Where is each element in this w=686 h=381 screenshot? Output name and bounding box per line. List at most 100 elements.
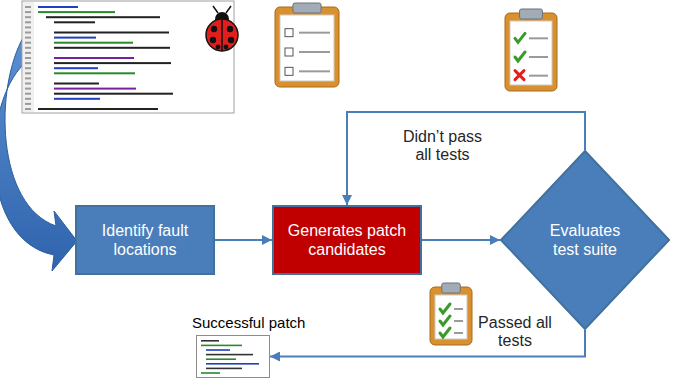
line-number [25, 98, 31, 100]
check-mark [440, 328, 450, 337]
diamond-shape [501, 151, 669, 329]
patch-code-line [201, 372, 220, 374]
clipboard-clip [520, 9, 543, 19]
line-number [25, 103, 31, 105]
clipboard-clip [293, 3, 321, 13]
check-mark [515, 33, 525, 42]
checklist-line [454, 308, 463, 310]
line-number [25, 83, 31, 85]
patch-code-image [196, 335, 270, 378]
code-line [54, 37, 96, 39]
edge-label: Passed all tests [474, 314, 556, 351]
ladybug-wing-line [221, 20, 223, 51]
ladybug-spot [210, 37, 216, 43]
ladybug-antenna [213, 6, 218, 13]
flow-connector [422, 239, 500, 241]
clipboard-board [275, 7, 339, 87]
code-line [38, 6, 78, 8]
line-number [25, 108, 31, 110]
node-label: Identify fault locations [85, 221, 205, 259]
line-number [25, 67, 31, 69]
code-line [46, 16, 160, 18]
checklist-line [529, 75, 548, 77]
cross-mark [515, 71, 524, 80]
line-number [25, 11, 31, 13]
ladybug-spot [216, 45, 221, 50]
ladybug-spot [211, 26, 217, 32]
code-gutter [23, 2, 34, 112]
check-mark [515, 52, 525, 61]
line-number [25, 26, 31, 28]
clipboard-clip [442, 283, 460, 293]
decision-diamond: Evaluates test suite [500, 150, 670, 330]
code-line [54, 72, 135, 74]
flow-connector [215, 239, 272, 241]
checklist-line [454, 332, 463, 334]
line-number [25, 57, 31, 59]
clipboard-board [430, 287, 472, 345]
clipboard-icon [430, 283, 472, 345]
clipboard-icon [505, 9, 557, 91]
clipboard-icons [275, 3, 557, 345]
checklist-line [299, 51, 330, 53]
ladybug-spot [228, 37, 234, 43]
code-line [54, 88, 136, 90]
code-line [54, 62, 171, 64]
line-number [25, 77, 31, 79]
patch-code-line [201, 340, 219, 342]
line-number [25, 93, 31, 95]
line-number [25, 72, 31, 74]
code-line [54, 98, 100, 100]
ladybug-spot [227, 26, 233, 32]
code-line [54, 57, 134, 59]
line-number [25, 21, 31, 23]
code-line [54, 32, 169, 34]
code-line [38, 11, 115, 13]
ladybug-head [215, 12, 229, 26]
diamond-outline [500, 150, 670, 330]
line-number [25, 47, 31, 49]
node-label: Evaluates test suite [539, 221, 631, 259]
checklist-line [529, 37, 548, 39]
line-number [25, 42, 31, 44]
process-box: Identify fault locations [75, 205, 215, 275]
code-line [54, 83, 99, 85]
clipboard-paper [435, 295, 467, 339]
checklist-line [299, 70, 330, 72]
clipboard-icon [275, 3, 339, 87]
checkbox [285, 29, 293, 37]
line-number [25, 16, 31, 18]
patch-code-line [206, 368, 242, 370]
line-number [25, 6, 31, 8]
code-line [54, 47, 170, 49]
code-line [54, 42, 133, 44]
line-number [25, 88, 31, 90]
checklist-line [454, 320, 463, 322]
patch-code-line [206, 354, 253, 356]
patch-code-line [206, 349, 230, 351]
patch-code-line [201, 345, 242, 347]
code-line [54, 67, 98, 69]
check-mark [440, 316, 450, 325]
ladybug-antenna [226, 6, 231, 13]
line-number [25, 62, 31, 64]
checklist-line [529, 56, 548, 58]
process-box: Generates patch candidates [272, 205, 422, 275]
patch-code-line [206, 363, 259, 365]
check-mark [440, 304, 450, 313]
line-number [25, 52, 31, 54]
checkbox [285, 67, 293, 75]
code-line [38, 108, 158, 110]
edge-label: Didn’t pass all tests [395, 128, 490, 165]
ladybug-spot [224, 45, 229, 50]
patch-frame [197, 336, 270, 378]
patch-heading: Successful patch [192, 314, 305, 332]
clipboard-paper [510, 21, 552, 85]
patch-screenshot: Successful patch [196, 335, 270, 378]
code-screenshot [22, 1, 234, 113]
patch-code-line [206, 358, 236, 360]
clipboard-board [505, 13, 557, 91]
ladybug-icon [206, 6, 238, 51]
